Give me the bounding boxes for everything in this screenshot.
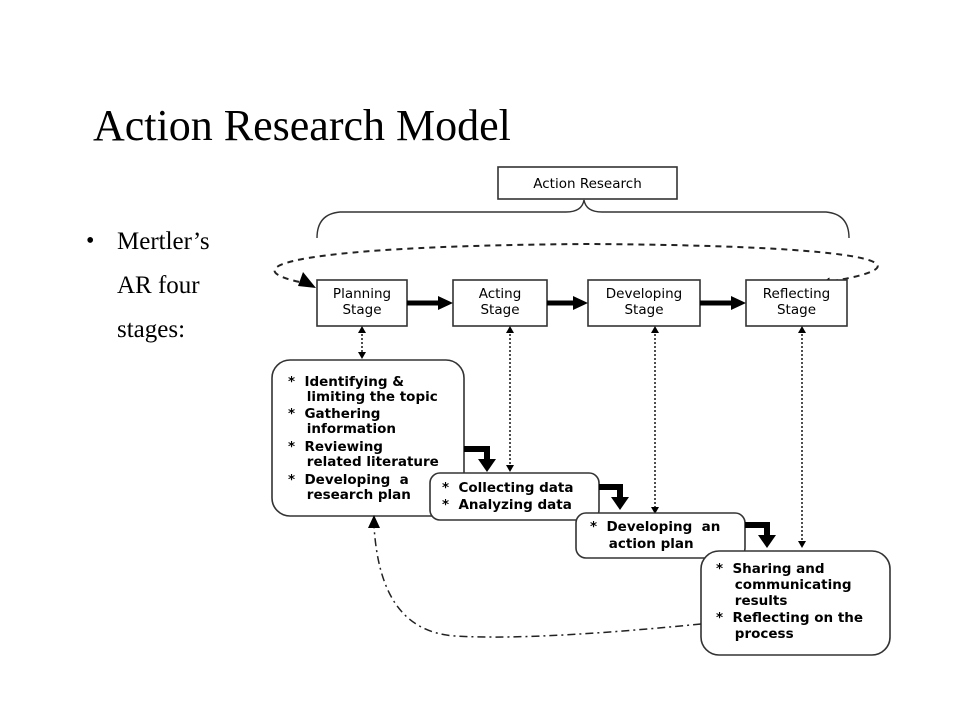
stage-label: Stage xyxy=(777,302,816,318)
stage-box-planning: Planning Stage xyxy=(316,279,408,327)
detail-line: * Collecting data xyxy=(442,480,573,496)
bullet-line: Mertler’s xyxy=(117,228,210,255)
detail-line: * Sharing and xyxy=(716,561,825,577)
detail-line: * Reviewing xyxy=(288,439,383,455)
feedback-arrow-icon xyxy=(368,515,380,528)
detail-line: action plan xyxy=(590,536,694,552)
detail-flow-arrowheads xyxy=(478,459,776,548)
root-label: Action Research xyxy=(533,176,642,192)
stage-label: Planning xyxy=(333,286,391,302)
detail-box-acting: * Collecting data * Analyzing data xyxy=(429,472,600,521)
stage-label: Reflecting xyxy=(763,286,830,302)
stage-box-developing: Developing Stage xyxy=(587,279,701,327)
detail-line: related literature xyxy=(288,454,439,470)
detail-line: * Gathering xyxy=(288,406,380,422)
detail-line: research plan xyxy=(288,487,411,503)
bullet-dot-icon: • xyxy=(86,228,95,254)
detail-line: * Developing an xyxy=(590,519,720,535)
stage-label: Stage xyxy=(480,302,519,318)
detail-line: process xyxy=(716,626,794,642)
detail-line: results xyxy=(716,593,787,609)
detail-box-planning: * Identifying & limiting the topic * Gat… xyxy=(271,359,465,517)
stage-box-acting: Acting Stage xyxy=(452,279,548,327)
grouping-brace xyxy=(316,199,850,239)
stage-label: Acting xyxy=(479,286,522,302)
detail-line: information xyxy=(288,421,396,437)
detail-flow-arrows xyxy=(464,446,770,538)
bullet-line: AR four xyxy=(117,272,200,299)
detail-line: * Analyzing data xyxy=(442,497,572,513)
cycle-dashed-loop xyxy=(273,242,879,286)
stage-box-reflecting: Reflecting Stage xyxy=(745,279,848,327)
detail-line: communicating xyxy=(716,577,852,593)
connector-arrowheads xyxy=(358,326,806,548)
stage-label: Stage xyxy=(342,302,381,318)
detail-line: * Identifying & xyxy=(288,374,404,390)
feedback-loop xyxy=(373,525,702,638)
detail-box-developing: * Developing an action plan xyxy=(575,512,746,559)
cycle-arrow-icon xyxy=(298,272,316,288)
stage-flow-arrows xyxy=(407,296,746,310)
slide-title: Action Research Model xyxy=(93,101,511,150)
stage-label: Developing xyxy=(606,286,682,302)
stage-label: Stage xyxy=(624,302,663,318)
detail-line: * Reflecting on the xyxy=(716,610,863,626)
detail-line: * Developing a xyxy=(288,472,409,488)
detail-line: limiting the topic xyxy=(288,389,438,405)
root-box: Action Research xyxy=(497,166,678,200)
stage-detail-connectors xyxy=(361,334,803,542)
bullet-text: Mertler’s AR four stages: xyxy=(117,222,247,354)
bullet-line: stages: xyxy=(117,316,186,343)
detail-box-reflecting: * Sharing and communicating results * Re… xyxy=(700,550,891,656)
